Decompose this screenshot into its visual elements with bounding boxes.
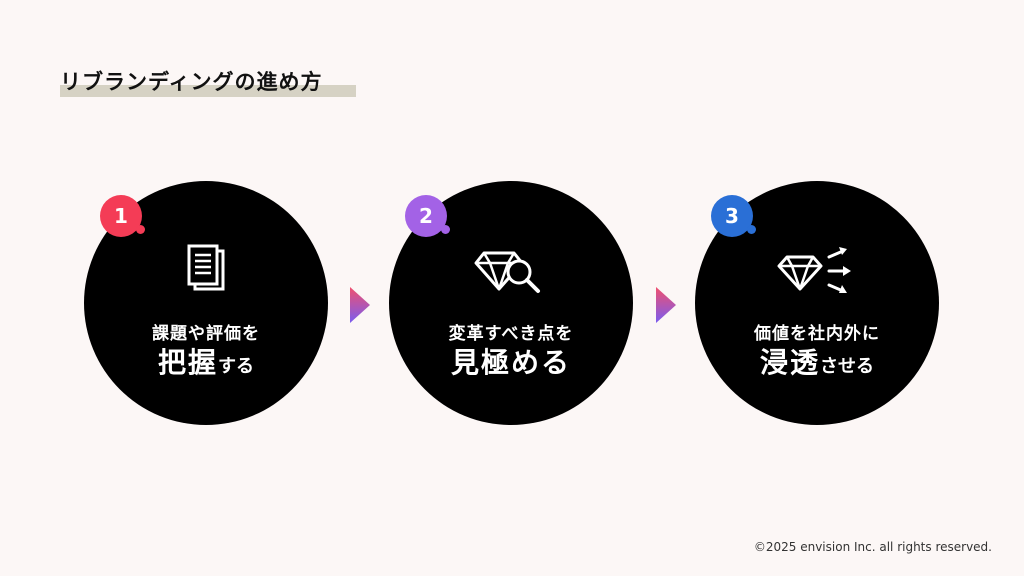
title-block: リブランディングの進め方 (60, 66, 356, 97)
step-3-badge: 3 (711, 195, 756, 237)
step-3-action: 浸透させる (695, 341, 939, 381)
step-3: 3 価値を社内外に 浸透させる (695, 181, 939, 425)
step-2-action: 見極める (389, 341, 633, 381)
step-1-action-suffix: する (218, 356, 254, 377)
step-1-action: 把握する (84, 341, 328, 381)
document-icon (166, 243, 246, 295)
copyright-text: ©2025 envision Inc. all rights reserved. (753, 540, 992, 554)
step-2-text: 変革すべき点を (448, 324, 574, 344)
step-2-badge: 2 (405, 195, 450, 237)
step-2-action-main: 見極める (450, 346, 571, 379)
step-1-action-main: 把握 (157, 346, 218, 379)
step-arrow-1 (350, 287, 370, 323)
diamond-search-icon (471, 243, 551, 295)
step-1-badge: 1 (100, 195, 145, 237)
step-3-text: 価値を社内外に (754, 324, 880, 344)
step-3-action-suffix: させる (820, 356, 874, 377)
step-1-text: 課題や評価を (152, 324, 260, 344)
step-1: 1 課題や評価を 把握する (84, 181, 328, 425)
step-arrow-2 (656, 287, 676, 323)
page-title: リブランディングの進め方 (60, 70, 323, 94)
diamond-arrows-icon (777, 243, 857, 295)
step-3-action-main: 浸透 (759, 346, 820, 379)
title-underline (60, 85, 356, 97)
step-2: 2 変革すべき点を 見極める (389, 181, 633, 425)
